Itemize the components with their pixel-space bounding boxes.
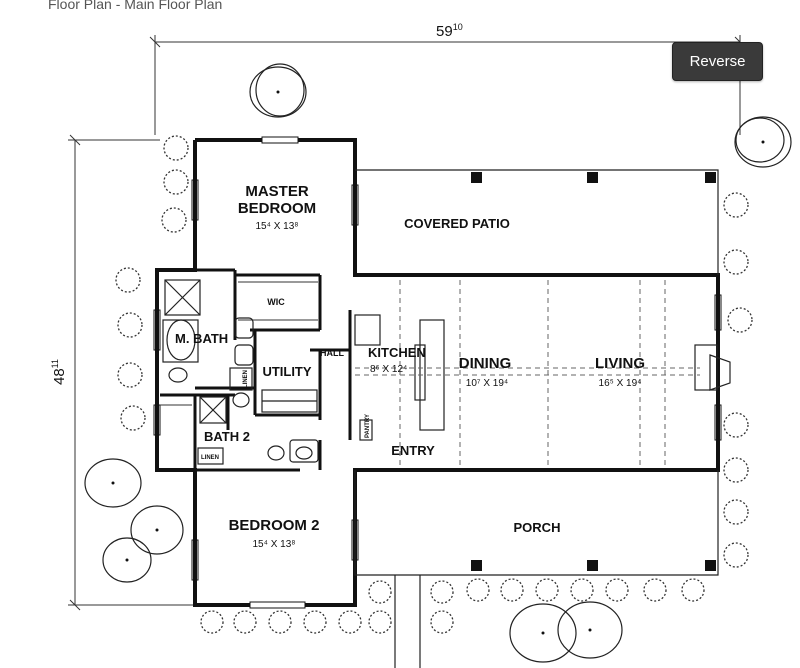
m-bath-label: M. BATH	[175, 331, 228, 346]
kitchen-label: KITCHEN	[368, 345, 426, 360]
page-caption: Floor Plan - Main Floor Plan	[48, 0, 223, 12]
interior-walls	[160, 268, 352, 472]
linen-label-2: LINEN	[201, 455, 219, 461]
dimension-lines	[68, 35, 746, 611]
closet-hatching	[160, 281, 318, 406]
master-bedroom-label-2: BEDROOM	[238, 200, 316, 217]
beam-lines	[355, 280, 700, 465]
exterior-walls	[155, 138, 720, 607]
utility-label: UTILITY	[262, 364, 311, 379]
columns	[471, 172, 716, 571]
hall-label: HALL	[320, 348, 344, 358]
landscaping	[84, 63, 792, 663]
reverse-button[interactable]: Reverse	[672, 42, 763, 81]
bath-2-label: BATH 2	[204, 429, 250, 444]
dining-label: DINING	[459, 355, 512, 372]
kitchen-size: 8⁶ X 12⁴	[370, 364, 407, 375]
dining-size: 10⁷ X 19⁴	[466, 378, 508, 389]
wic-label: WIC	[267, 297, 285, 307]
width-dimension: 5910	[436, 22, 463, 40]
depth-dimension: 4811	[50, 359, 68, 385]
living-label: LIVING	[595, 355, 645, 372]
window-marks	[153, 136, 722, 609]
patio-porch-outline	[354, 169, 719, 668]
pantry-label: PANTRY	[365, 414, 371, 438]
tree-centers	[111, 90, 765, 635]
master-bedroom-label: MASTER	[245, 183, 309, 200]
linen-label-1: LINEN	[243, 370, 249, 388]
porch-label: PORCH	[514, 520, 561, 535]
bedroom-2-size: 15⁴ X 13⁸	[253, 539, 296, 550]
master-bedroom-size: 15⁴ X 13⁸	[256, 221, 299, 232]
entry-label: ENTRY	[391, 443, 435, 458]
covered-patio-label: COVERED PATIO	[404, 216, 510, 231]
bedroom-2-label: BEDROOM 2	[229, 517, 320, 534]
shrubs	[115, 135, 753, 634]
fixtures	[162, 279, 731, 465]
living-size: 16⁵ X 19⁴	[599, 378, 642, 389]
